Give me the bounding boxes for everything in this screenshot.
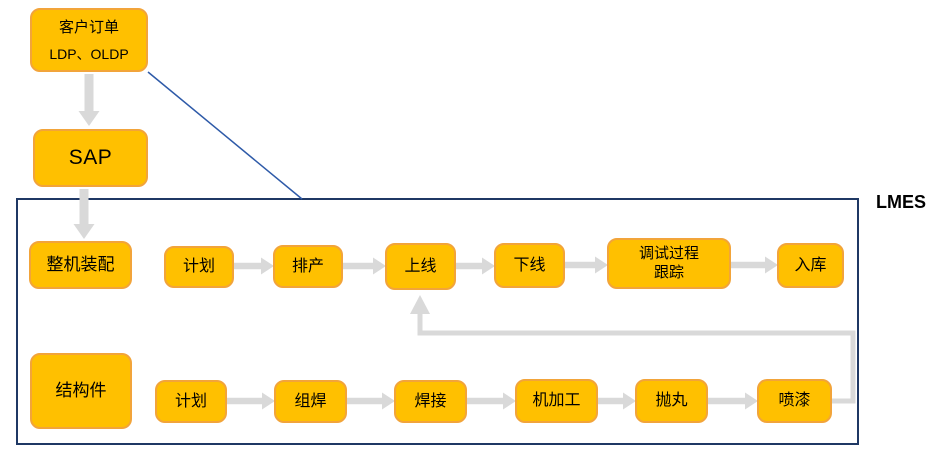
flow-arrow xyxy=(227,392,275,410)
flow-arrow xyxy=(73,189,95,239)
node-structural-source: 结构件 xyxy=(30,353,132,429)
node-label: 结构件 xyxy=(55,381,107,401)
node-label: 组焊 xyxy=(294,392,327,410)
flow-arrow xyxy=(565,256,608,274)
node-label: 计划 xyxy=(182,258,215,275)
flow-arrow xyxy=(234,257,274,275)
node-label: 上线 xyxy=(404,257,437,275)
node-label: 喷漆 xyxy=(778,392,811,409)
flow-arrow xyxy=(78,74,100,126)
node-scheduling: 排产 xyxy=(273,245,343,288)
node-label: 计划 xyxy=(174,392,207,410)
node-warehouse: 入库 xyxy=(777,243,844,288)
flow-arrow xyxy=(456,257,495,275)
flow-arrow xyxy=(467,392,516,410)
node-shot-blasting: 抛丸 xyxy=(635,379,708,423)
node-plan-structural: 计划 xyxy=(155,380,227,423)
node-painting: 喷漆 xyxy=(757,379,832,423)
node-label: 调试过程 跟踪 xyxy=(638,244,699,281)
customer-order-subtitle: LDP、OLDP xyxy=(49,46,129,62)
node-label: 整机装配 xyxy=(46,255,115,275)
node-assembly-source: 整机装配 xyxy=(29,241,132,289)
lmes-label: LMES xyxy=(876,192,927,212)
node-debug-tracking: 调试过程 跟踪 xyxy=(607,238,731,289)
node-offline: 下线 xyxy=(494,243,565,288)
node-label: 焊接 xyxy=(414,392,447,410)
lmes-frame xyxy=(16,198,859,445)
customer-order-title: 客户订单 xyxy=(58,19,119,36)
flow-arrow xyxy=(347,392,395,410)
rework-arrowhead xyxy=(410,295,430,314)
node-label: 下线 xyxy=(513,256,546,274)
flow-arrow xyxy=(708,392,758,410)
order-to-lmes-line xyxy=(147,71,303,200)
flow-arrow xyxy=(731,256,778,274)
node-online: 上线 xyxy=(385,243,456,290)
node-label: SAP xyxy=(68,145,113,169)
node-label: 抛丸 xyxy=(655,392,688,409)
flow-arrow xyxy=(598,392,636,410)
node-label: 机加工 xyxy=(532,392,581,409)
node-plan-assembly: 计划 xyxy=(164,246,234,288)
node-sap: SAP xyxy=(33,129,148,187)
node-customer-order: 客户订单 LDP、OLDP xyxy=(30,8,148,72)
flow-arrow xyxy=(343,257,386,275)
rework-connector xyxy=(417,312,856,404)
node-label: 排产 xyxy=(291,257,324,275)
node-label: 入库 xyxy=(794,256,827,274)
node-group-weld: 组焊 xyxy=(274,380,347,423)
node-welding: 焊接 xyxy=(394,380,467,423)
node-machining: 机加工 xyxy=(515,379,598,423)
